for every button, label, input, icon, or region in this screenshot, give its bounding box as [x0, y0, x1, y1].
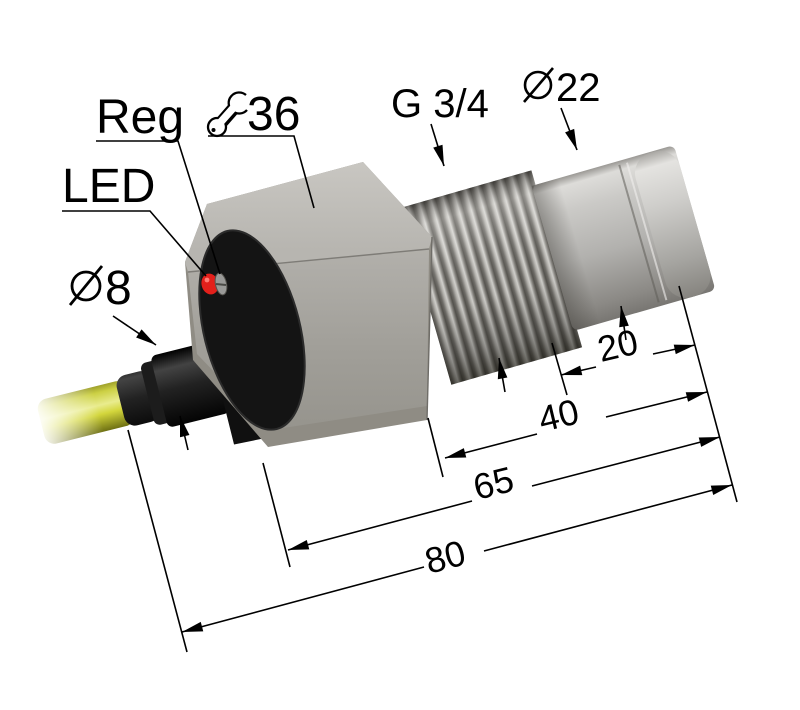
hex-edge-right — [426, 236, 433, 421]
reg-screw-slot — [215, 283, 227, 286]
head-boundary-pointer — [619, 305, 629, 341]
dim-line-40-left — [444, 433, 538, 459]
dim-line-40-right — [605, 391, 708, 418]
head-cap — [634, 151, 711, 298]
ext-line-20-left — [551, 342, 568, 396]
diameter-symbol-8 — [68, 265, 104, 306]
thread-spec-label: G 3/4 — [391, 82, 489, 126]
head-groove-line-1 — [618, 164, 660, 303]
reg-label: Reg — [96, 91, 184, 144]
ext-line-65-left — [262, 462, 291, 568]
dim-line-65-left — [287, 500, 473, 551]
dim-80-label: 80 — [420, 532, 469, 582]
wrench-icon — [206, 91, 248, 138]
led-highlight — [204, 277, 210, 283]
ext-line-80-left — [127, 429, 188, 653]
head-thread-shadow — [531, 178, 601, 332]
dim-line-80-left — [181, 566, 425, 633]
led-label: LED — [62, 160, 155, 213]
thread-head-group — [400, 146, 715, 385]
head-diameter-label: 22 — [556, 66, 601, 110]
reg-leader-line — [96, 140, 221, 275]
cable-diameter-label: 8 — [105, 262, 132, 315]
ext-line-40-left — [427, 417, 444, 478]
thread-shading — [400, 170, 583, 385]
cable-fade — [26, 379, 111, 454]
dim-20-label: 20 — [594, 321, 642, 370]
thread-boundary-pointer — [497, 357, 508, 393]
dim-40-label: 40 — [534, 391, 583, 440]
diameter-symbol-22 — [523, 67, 554, 103]
cable-diameter-arrow-lower — [179, 415, 190, 451]
dim-line-20-left — [560, 365, 597, 376]
head-groove-line-2 — [626, 162, 668, 301]
dim-line-80-right — [483, 484, 733, 552]
dim-line-20-right — [652, 344, 696, 355]
wrench-size-leader-line — [208, 135, 315, 209]
wrench-size-label: 36 — [247, 88, 300, 141]
led-leader-line — [62, 210, 207, 277]
thread-callout-arrow — [430, 123, 445, 167]
dim-65-label: 65 — [469, 458, 518, 507]
head-diameter-arrow — [560, 107, 578, 151]
ext-line-face — [678, 285, 738, 503]
cable-diameter-arrow-upper — [112, 315, 157, 346]
dim-line-65-right — [531, 436, 721, 487]
